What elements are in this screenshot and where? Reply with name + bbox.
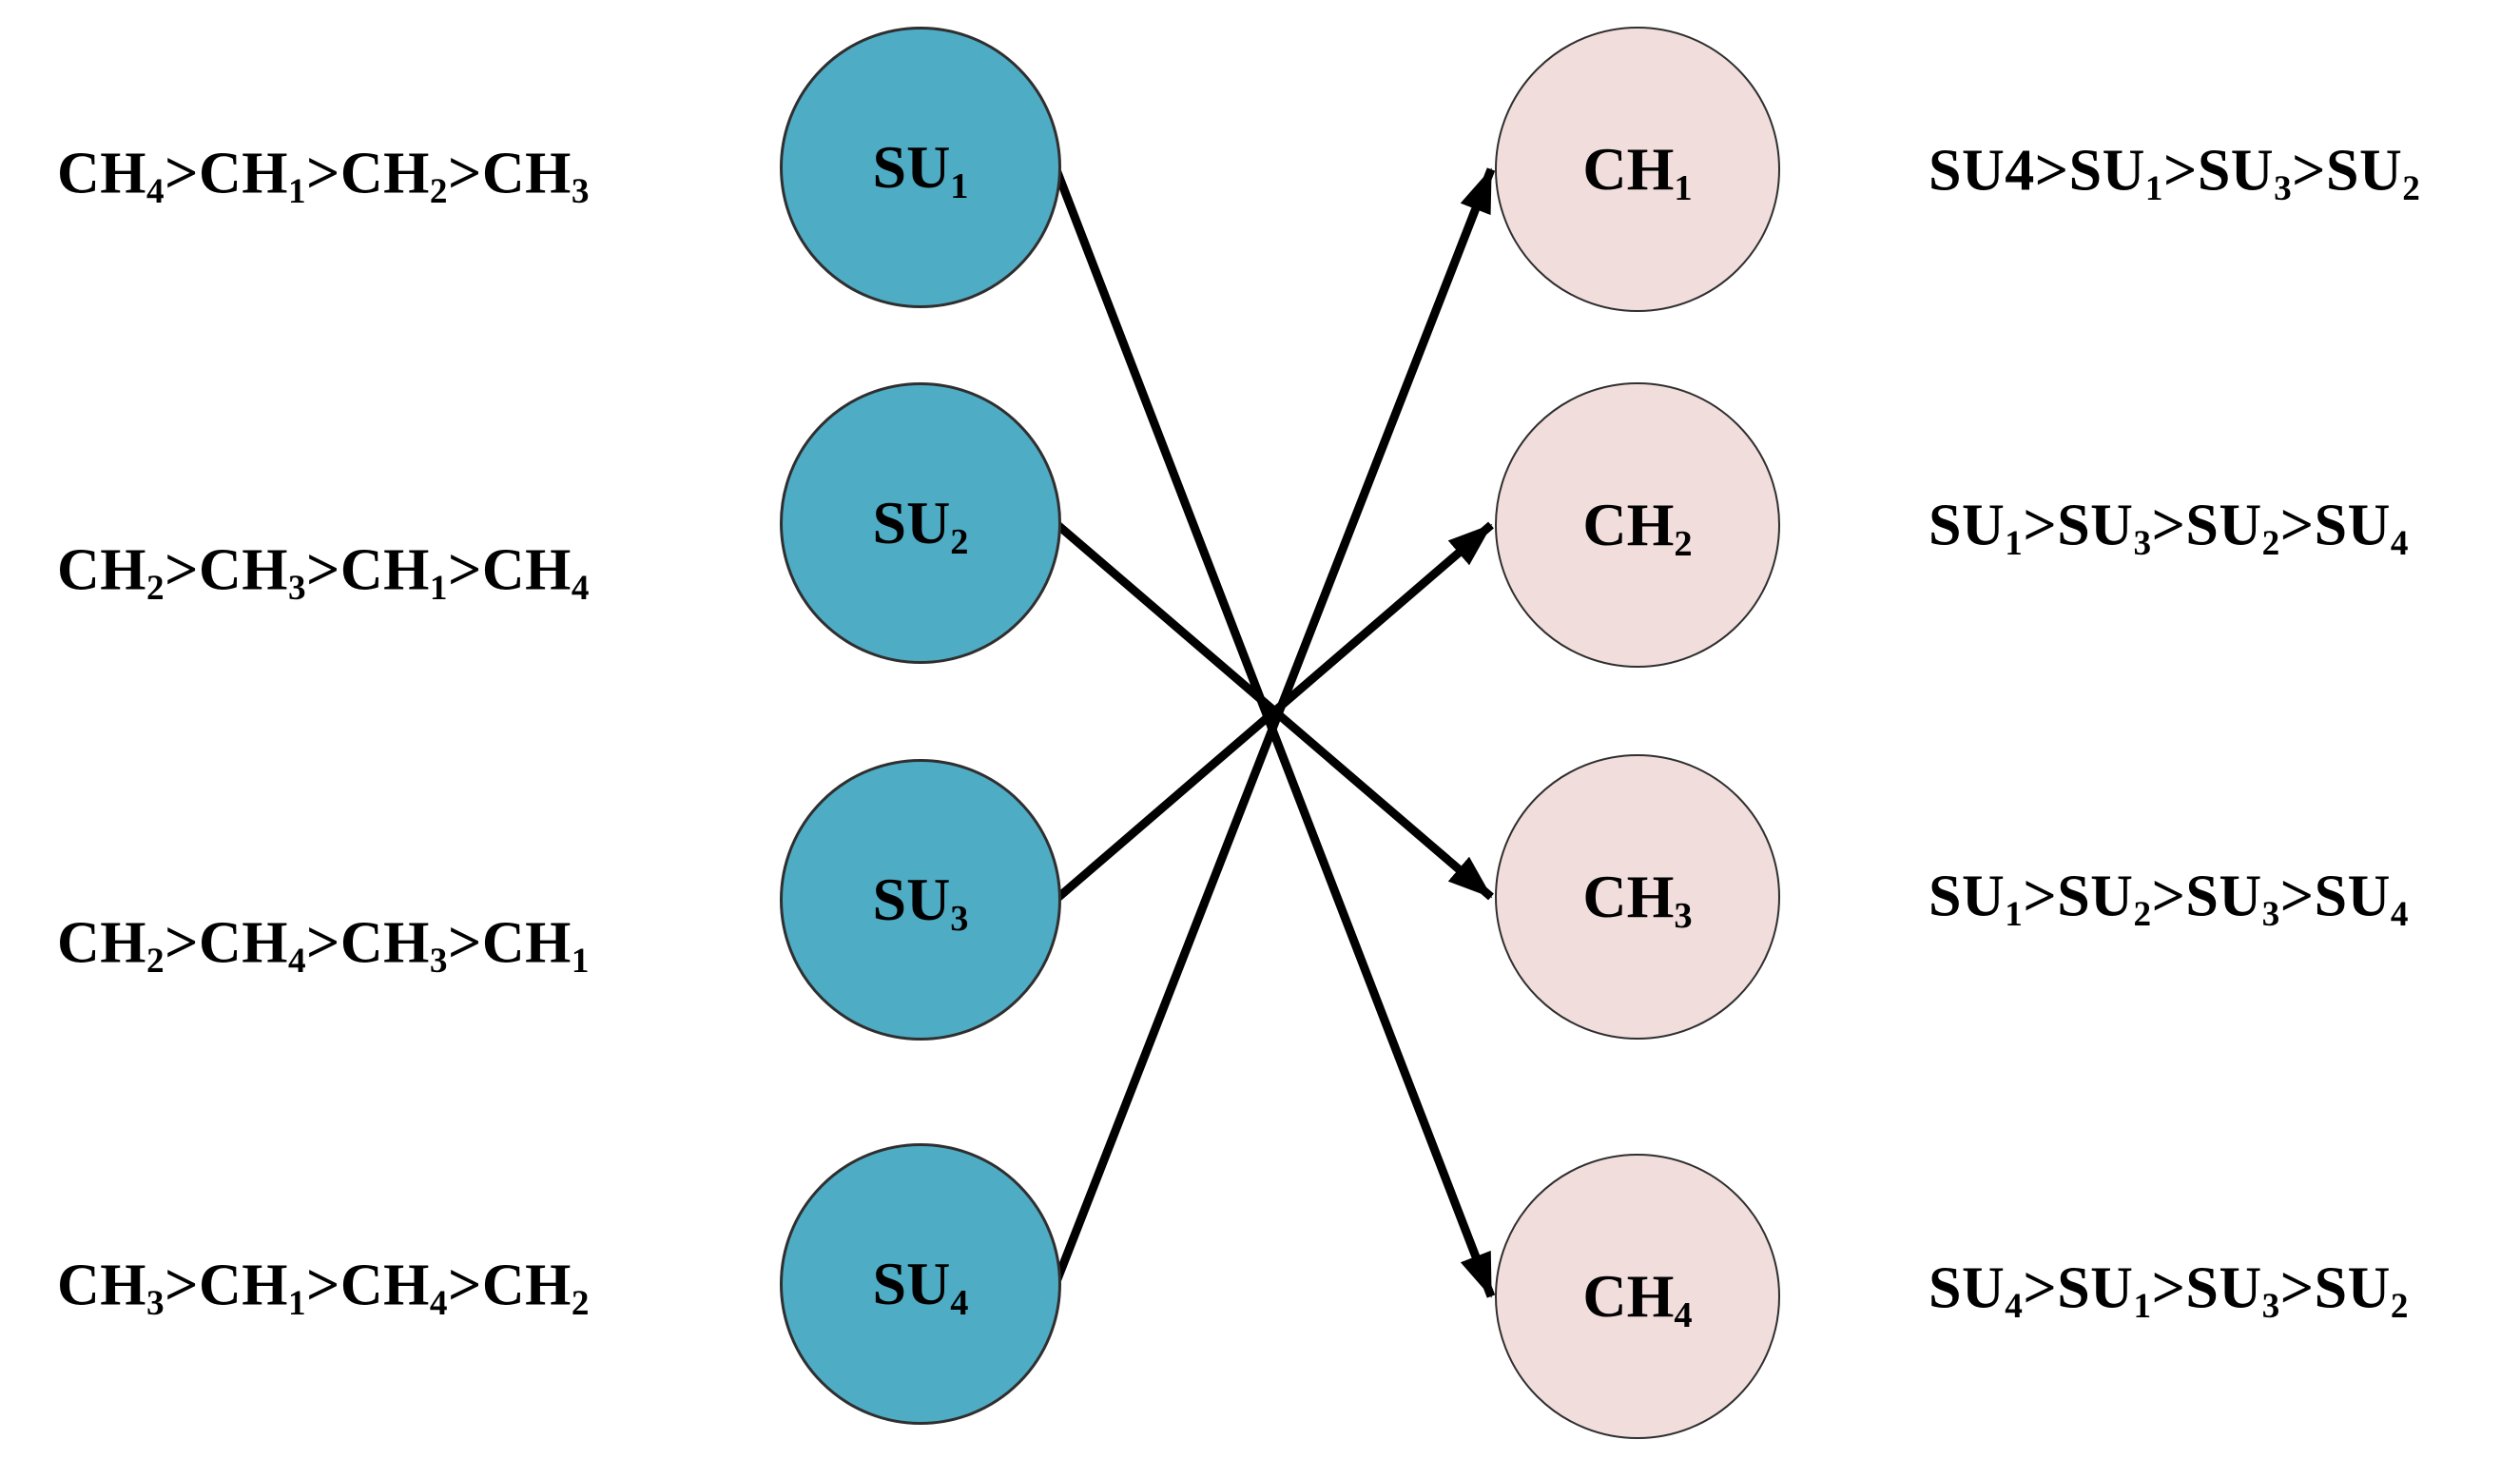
subscript: 1 <box>2005 894 2024 934</box>
subscript: 2 <box>2390 1286 2409 1326</box>
subscript: 1 <box>1674 167 1693 208</box>
right-preference-list-1: SU4>SU1>SU3>SU2 <box>1929 138 2421 208</box>
subscript: 2 <box>146 568 165 608</box>
left-preference-list-3: CH2>CH4>CH3>CH1 <box>57 910 590 981</box>
node-su-4: SU4 <box>780 1143 1061 1425</box>
subscript: 1 <box>429 568 448 608</box>
subscript: 2 <box>1674 523 1693 564</box>
subscript: 4 <box>2390 894 2409 934</box>
left-preference-list-2: CH2>CH3>CH1>CH4 <box>57 537 590 608</box>
node-label: SU4 <box>872 1250 969 1323</box>
subscript: 3 <box>2261 1286 2280 1326</box>
subscript: 3 <box>1674 895 1693 936</box>
subscript: 4 <box>2005 1286 2024 1326</box>
subscript: 2 <box>2261 523 2280 563</box>
node-ch-1: CH1 <box>1495 27 1780 312</box>
subscript: 4 <box>950 1282 969 1323</box>
node-label: SU3 <box>872 866 969 939</box>
node-label: CH2 <box>1582 491 1693 564</box>
subscript: 3 <box>950 898 969 939</box>
subscript: 3 <box>146 1283 165 1323</box>
subscript: 3 <box>429 941 448 981</box>
node-ch-3: CH3 <box>1495 754 1780 1040</box>
subscript: 4 <box>571 568 590 608</box>
edge-su4-ch1 <box>1051 167 1496 1286</box>
node-su-1: SU1 <box>780 27 1061 308</box>
right-preference-list-3: SU1>SU2>SU3>SU4 <box>1929 864 2409 934</box>
subscript: 2 <box>950 521 969 562</box>
left-preference-list-4: CH3>CH1>CH4>CH2 <box>57 1253 590 1323</box>
node-label: CH3 <box>1582 863 1693 936</box>
node-label: SU1 <box>872 133 969 206</box>
node-ch-2: CH2 <box>1495 382 1780 668</box>
node-label: SU2 <box>872 489 969 562</box>
right-preference-list-4: SU4>SU1>SU3>SU2 <box>1929 1255 2409 1326</box>
subscript: 3 <box>2261 894 2280 934</box>
edge-su3-ch2 <box>1053 521 1494 904</box>
subscript: 2 <box>2133 894 2152 934</box>
left-preference-list-1: CH4>CH1>CH2>CH3 <box>57 141 590 211</box>
subscript: 4 <box>429 1283 448 1323</box>
subscript: 3 <box>287 568 307 608</box>
subscript: 4 <box>1674 1294 1693 1335</box>
subscript: 2 <box>429 171 448 211</box>
subscript: 1 <box>287 1283 307 1323</box>
node-su-2: SU2 <box>780 382 1061 664</box>
subscript: 1 <box>2133 1286 2152 1326</box>
subscript: 3 <box>571 171 590 211</box>
right-preference-list-2: SU1>SU3>SU2>SU4 <box>1929 493 2409 563</box>
node-label: CH4 <box>1582 1262 1693 1335</box>
subscript: 1 <box>287 171 307 211</box>
node-label: CH1 <box>1582 135 1693 208</box>
node-ch-4: CH4 <box>1495 1154 1780 1439</box>
edge-group <box>1051 165 1496 1298</box>
subscript: 2 <box>571 1283 590 1323</box>
subscript: 2 <box>2402 168 2421 208</box>
subscript: 3 <box>2274 168 2293 208</box>
subscript: 1 <box>571 941 590 981</box>
node-su-3: SU3 <box>780 759 1061 1041</box>
subscript: 4 <box>2390 523 2409 563</box>
subscript: 1 <box>2144 168 2163 208</box>
subscript: 1 <box>2005 523 2024 563</box>
subscript: 4 <box>287 941 307 981</box>
subscript: 4 <box>146 171 165 211</box>
subscript: 3 <box>2133 523 2152 563</box>
subscript: 2 <box>146 941 165 981</box>
subscript: 1 <box>950 165 969 206</box>
